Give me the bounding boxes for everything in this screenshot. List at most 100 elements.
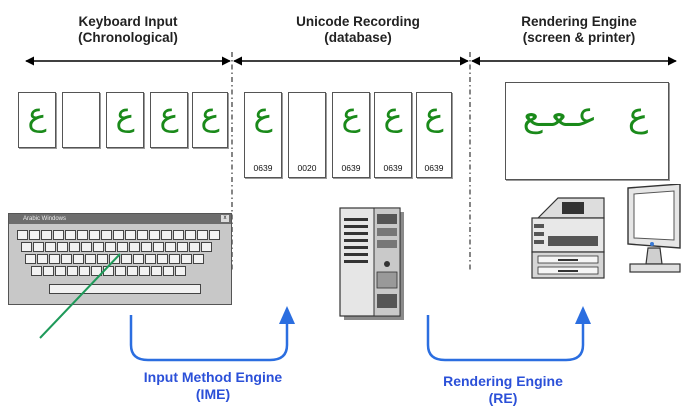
keystroke-card: ع (18, 92, 56, 148)
arabic-ain-glyph: ع (115, 95, 135, 133)
keyboard-key (17, 230, 28, 240)
keyboard-key (69, 242, 80, 252)
keyboard-icon: Arabic Windows x (8, 213, 232, 305)
re-flow-arrow (426, 306, 591, 362)
header-rendering-engine-title: Rendering Engine (521, 14, 637, 29)
keyboard-key (43, 266, 54, 276)
keyboard-key (129, 242, 140, 252)
keyboard-key (77, 230, 88, 240)
re-name: Rendering Engine (443, 373, 563, 389)
keyboard-key (33, 242, 44, 252)
keyboard-key (161, 230, 172, 240)
header-rendering-engine-subtitle: (screen & printer) (522, 30, 636, 45)
header-unicode-recording-title: Unicode Recording (296, 14, 420, 29)
database-server-icon (339, 207, 404, 320)
monitor-icon (627, 184, 681, 273)
arabic-ain-glyph: ع (27, 95, 47, 133)
keyboard-key (165, 242, 176, 252)
arabic-ain-glyph: ع (200, 95, 220, 133)
header-unicode-recording-subtitle: (database) (324, 30, 392, 45)
keyboard-key (55, 266, 66, 276)
keyboard-key (169, 254, 180, 264)
unicode-record-card: ع 0639 (374, 92, 412, 178)
keyboard-key (31, 266, 42, 276)
header-unicode-recording: Unicode Recording (database) (278, 14, 438, 46)
keyboard-key (117, 242, 128, 252)
keystroke-card: ع (192, 92, 228, 148)
unicode-record-card: ع 0639 (244, 92, 282, 178)
keyboard-key (115, 266, 126, 276)
header-keyboard-input: Keyboard Input (Chronological) (48, 14, 208, 46)
keyboard-key (81, 242, 92, 252)
unicode-record-card: ع 0639 (332, 92, 370, 178)
unicode-code: 0639 (341, 163, 361, 173)
close-icon: x (221, 215, 229, 222)
header-keyboard-input-title: Keyboard Input (78, 14, 178, 29)
keyboard-key (89, 230, 100, 240)
ime-flow-arrow (129, 306, 295, 362)
rendered-connected-text: عـعـع (522, 95, 598, 135)
keyboard-key (157, 254, 168, 264)
label-rendering-engine: Rendering Engine (RE) (418, 373, 588, 407)
keyboard-key (141, 242, 152, 252)
pointer-line (39, 253, 121, 339)
keyboard-key (29, 230, 40, 240)
keyboard-key (189, 242, 200, 252)
printer-icon (531, 197, 605, 279)
keyboard-key (197, 230, 208, 240)
keyboard-key (133, 254, 144, 264)
keyboard-key (105, 242, 116, 252)
keystroke-card: ع (150, 92, 188, 148)
keyboard-key (173, 230, 184, 240)
keyboard-key (45, 242, 56, 252)
unicode-record-card: ع 0639 (416, 92, 452, 178)
render-output-box: عـعـع ع (505, 82, 669, 180)
keyboard-key (175, 266, 186, 276)
keyboard-key (101, 230, 112, 240)
keyboard-key (53, 230, 64, 240)
keyboard-key (79, 266, 90, 276)
keyboard-key (85, 254, 96, 264)
keyboard-key (177, 242, 188, 252)
keyboard-key (121, 254, 132, 264)
keyboard-key (73, 254, 84, 264)
unicode-code: 0020 (297, 163, 317, 173)
unicode-record-card: 0020 (288, 92, 326, 178)
label-input-method-engine: Input Method Engine (IME) (118, 369, 308, 403)
keyboard-key (163, 266, 174, 276)
unicode-code: 0639 (253, 163, 273, 173)
keyboard-key (49, 254, 60, 264)
keyboard-key (41, 230, 52, 240)
keyboard-key (193, 254, 204, 264)
keystroke-card: ع (106, 92, 144, 148)
arabic-ain-glyph: ع (424, 95, 444, 133)
rendered-isolated-text: ع (627, 95, 649, 135)
keyboard-key (37, 254, 48, 264)
keyboard-key (209, 230, 220, 240)
keyboard-key (65, 230, 76, 240)
header-keyboard-input-subtitle: (Chronological) (78, 30, 178, 45)
keyboard-key (21, 242, 32, 252)
arabic-ain-glyph: ع (253, 95, 273, 133)
keyboard-key (91, 266, 102, 276)
arabic-ain-glyph: ع (159, 95, 179, 133)
keyboard-key (153, 242, 164, 252)
ime-name: Input Method Engine (143, 369, 283, 385)
keyboard-key (61, 254, 72, 264)
unicode-code: 0639 (383, 163, 403, 173)
keyboard-key (67, 266, 78, 276)
keyboard-key (201, 242, 212, 252)
keyboard-key (137, 230, 148, 240)
keyboard-key (127, 266, 138, 276)
keyboard-window-title: Arabic Windows (9, 214, 231, 224)
arabic-ain-glyph: ع (383, 95, 403, 133)
keyboard-key (149, 230, 160, 240)
keyboard-key (97, 254, 108, 264)
keyboard-key (139, 266, 150, 276)
ime-abbr: (IME) (195, 386, 231, 402)
header-rendering-engine: Rendering Engine (screen & printer) (494, 14, 664, 46)
unicode-code: 0639 (424, 163, 444, 173)
keyboard-key (93, 242, 104, 252)
keyboard-key (113, 230, 124, 240)
